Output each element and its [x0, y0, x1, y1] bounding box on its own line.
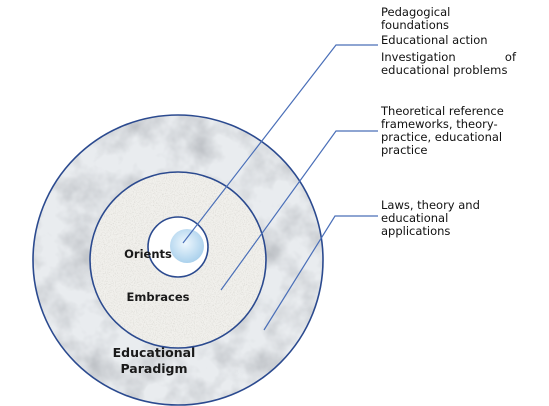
callout-pedagogical-foundations: Pedagogical foundations Educational acti…	[381, 6, 516, 77]
leader-line-middle	[220, 130, 378, 291]
outer-ring-label-line1: Educational	[113, 345, 196, 360]
callout-top-line2: foundations	[381, 18, 450, 32]
outer-ring-label-line2: Paradigm	[120, 361, 187, 376]
callout-top-line4b: of	[504, 50, 516, 64]
callout-top-line5: educational problems	[381, 63, 508, 77]
callout-middle-line1: Theoretical reference	[381, 104, 504, 118]
inner-ring	[147, 216, 209, 278]
callout-bottom-line1: Laws, theory and	[381, 198, 480, 212]
leader-lines	[182, 44, 378, 331]
callout-top-line4: Investigation of	[381, 51, 516, 64]
callout-middle-line3: practice, educational	[381, 130, 503, 144]
callout-top-line1: Pedagogical	[381, 5, 451, 19]
callout-middle-line2: frameworks, theory-	[381, 117, 498, 131]
callout-bottom-line3: applications	[381, 224, 451, 238]
leader-line-bottom	[263, 215, 378, 331]
callout-laws-theory: Laws, theory and educational application…	[381, 199, 511, 238]
middle-ring-label: Embraces	[127, 290, 190, 304]
callout-middle-line4: practice	[381, 143, 428, 157]
core-circle	[170, 229, 204, 263]
leader-line-top	[182, 44, 378, 244]
inner-ring-label: Orients	[124, 247, 172, 261]
callout-theoretical-frameworks: Theoretical reference frameworks, theory…	[381, 105, 526, 157]
callout-top-line3: Educational action	[381, 33, 488, 47]
callout-bottom-line2: educational	[381, 211, 449, 225]
callout-top-line4a: Investigation	[381, 50, 456, 64]
